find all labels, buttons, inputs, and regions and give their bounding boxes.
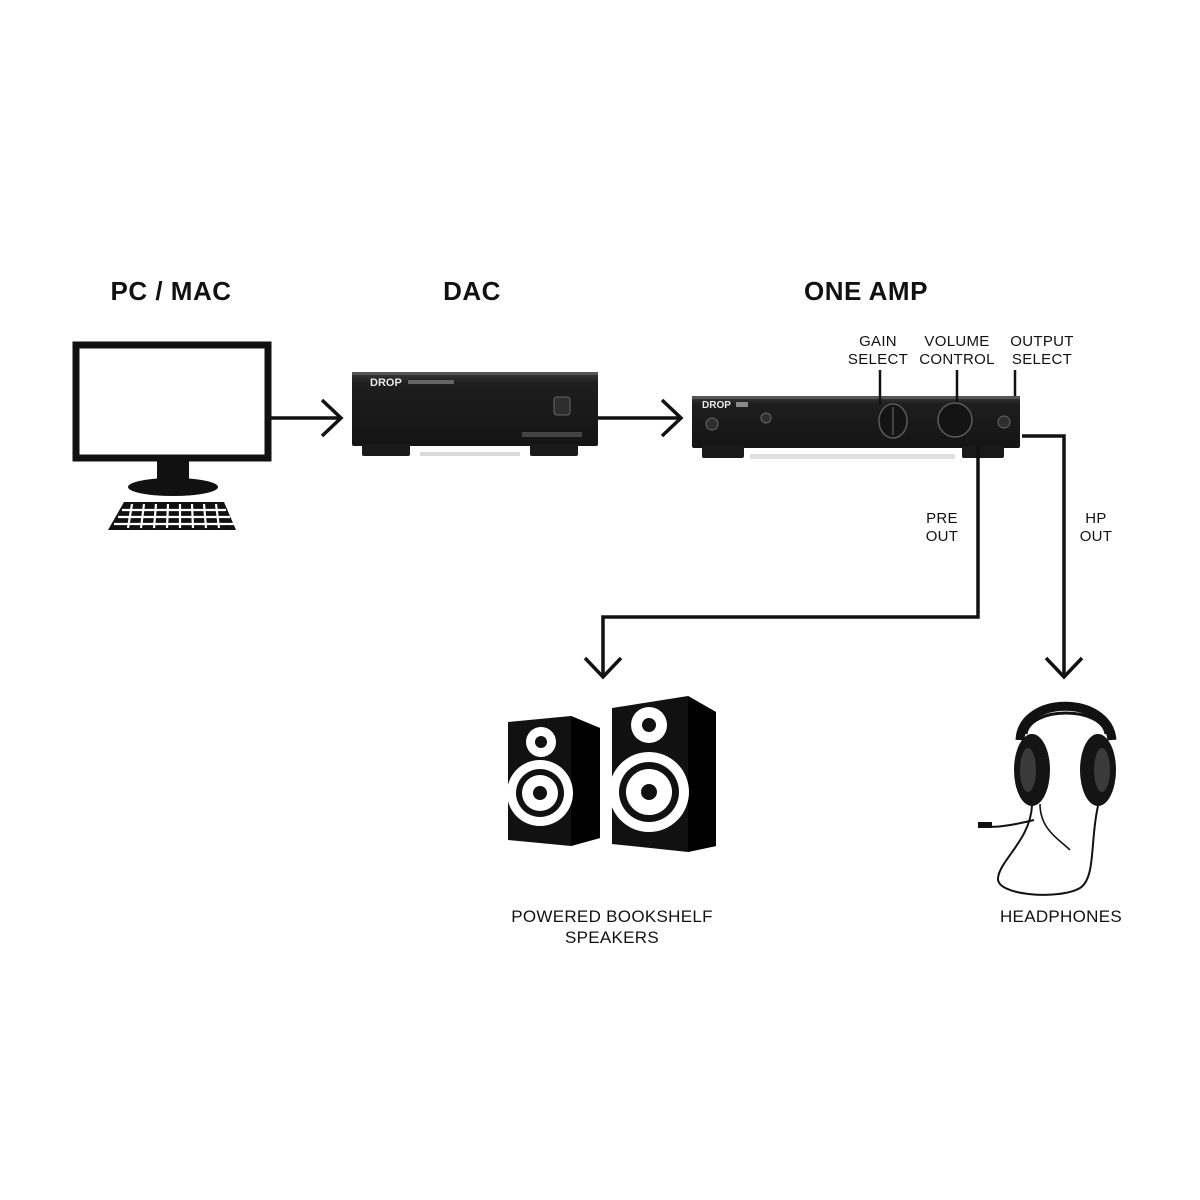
pc-mac-heading: PC / MAC [110,276,232,306]
dac-heading: DAC [443,276,501,306]
one-amp-heading: ONE AMP [804,276,928,306]
headphones-label: HEADPHONES [999,907,1123,926]
gain-select-label: GAIN SELECT [847,333,909,368]
amp-brand-logo: DROP [702,400,748,411]
svg-text:DROP: DROP [702,400,731,411]
dac-brand-logo: DROP [370,377,454,389]
headphones-icon [978,701,1117,896]
arrow-dac-to-amp [598,398,684,438]
arrow-pc-to-dac [270,398,344,438]
speaker-left-icon [507,716,600,846]
pre-out-label: PRE OUT [925,510,959,545]
pre-out-connector [583,446,980,680]
speaker-right-icon [609,696,716,852]
output-select-label: OUTPUT SELECT [1010,333,1074,368]
volume-control-knob [937,402,973,438]
dac-device: DROP [352,372,598,456]
gain-select-knob [878,403,908,439]
amp-device: DROP [692,396,1020,459]
volume-control-label: VOLUME CONTROL [919,333,995,368]
powered-bookshelf-speakers-label: POWERED BOOKSHELF SPEAKERS [511,907,713,947]
svg-text:DROP: DROP [370,377,402,389]
control-pointer-lines [878,370,1017,404]
hp-out-label: HP OUT [1079,510,1113,545]
hp-out-connector [1022,434,1084,680]
computer-icon [72,341,272,530]
